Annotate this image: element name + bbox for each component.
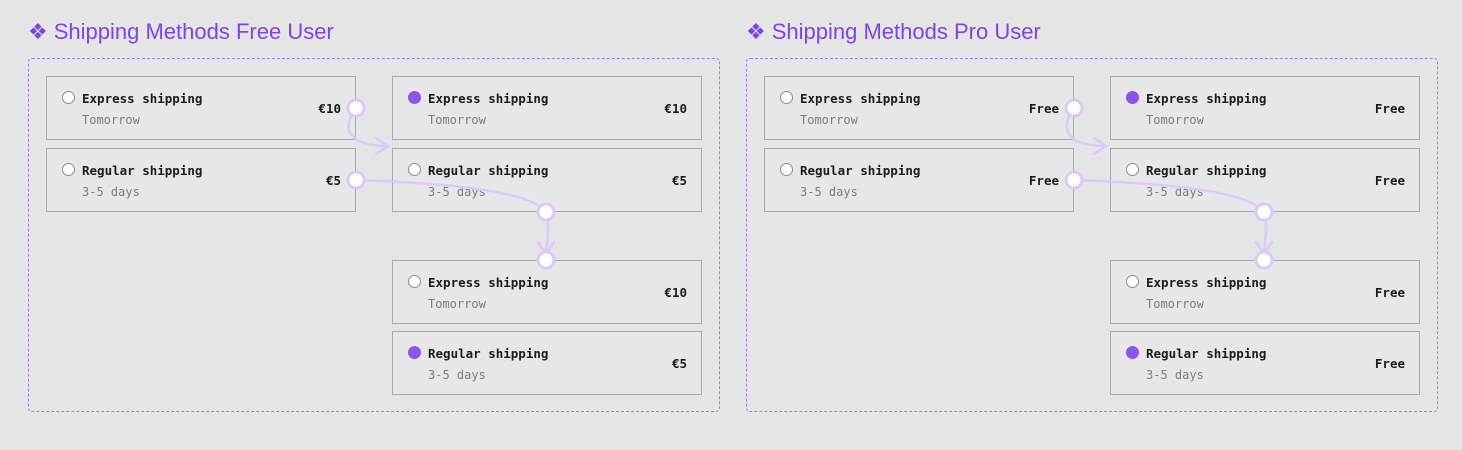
- option-eta: Tomorrow: [428, 297, 486, 311]
- option-name: Express shipping: [82, 91, 203, 106]
- option-name: Express shipping: [800, 91, 921, 106]
- option-name: Express shipping: [428, 275, 549, 290]
- panel-title-pro: ❖ Shipping Methods Pro User: [746, 17, 1041, 47]
- option-name: Express shipping: [428, 91, 549, 106]
- radio-button[interactable]: [408, 163, 421, 176]
- option-name: Regular shipping: [1146, 163, 1267, 178]
- option-name: Express shipping: [1146, 91, 1267, 106]
- option-price: €5: [671, 356, 687, 371]
- shipping-option-card[interactable]: Express shipping Tomorrow €10: [392, 260, 702, 324]
- shipping-option-card[interactable]: Express shipping Tomorrow €10: [392, 76, 702, 140]
- panel-title-text: Shipping Methods Free User: [53, 19, 334, 44]
- panel-title-text: Shipping Methods Pro User: [771, 19, 1041, 44]
- option-eta: Tomorrow: [82, 113, 140, 127]
- shipping-option-card[interactable]: Regular shipping 3-5 days Free: [764, 148, 1074, 212]
- option-price: Free: [1374, 173, 1405, 188]
- option-price: Free: [1374, 101, 1405, 116]
- radio-button[interactable]: [1126, 275, 1139, 288]
- shipping-option-card[interactable]: Regular shipping 3-5 days Free: [1110, 148, 1420, 212]
- option-name: Regular shipping: [428, 346, 549, 361]
- option-eta: 3-5 days: [1146, 368, 1204, 382]
- shipping-option-card[interactable]: Regular shipping 3-5 days €5: [46, 148, 356, 212]
- option-price: €10: [318, 101, 341, 116]
- option-eta: 3-5 days: [428, 185, 486, 199]
- option-price: Free: [1028, 101, 1059, 116]
- option-price: €10: [664, 285, 687, 300]
- option-price: Free: [1374, 356, 1405, 371]
- shipping-option-card[interactable]: Express shipping Tomorrow Free: [764, 76, 1074, 140]
- option-price: Free: [1028, 173, 1059, 188]
- option-name: Regular shipping: [82, 163, 203, 178]
- option-price: Free: [1374, 285, 1405, 300]
- option-eta: 3-5 days: [428, 368, 486, 382]
- radio-button[interactable]: [1126, 346, 1139, 359]
- shipping-option-card[interactable]: Express shipping Tomorrow €10: [46, 76, 356, 140]
- option-eta: 3-5 days: [1146, 185, 1204, 199]
- component-icon: ❖: [28, 19, 48, 44]
- radio-button[interactable]: [62, 163, 75, 176]
- shipping-option-card[interactable]: Regular shipping 3-5 days €5: [392, 331, 702, 395]
- panel-title-free: ❖ Shipping Methods Free User: [28, 17, 334, 47]
- option-eta: Tomorrow: [428, 113, 486, 127]
- option-eta: 3-5 days: [800, 185, 858, 199]
- shipping-option-card[interactable]: Regular shipping 3-5 days Free: [1110, 331, 1420, 395]
- shipping-option-card[interactable]: Express shipping Tomorrow Free: [1110, 260, 1420, 324]
- radio-button[interactable]: [1126, 91, 1139, 104]
- component-icon: ❖: [746, 19, 766, 44]
- radio-button[interactable]: [408, 346, 421, 359]
- option-name: Regular shipping: [428, 163, 549, 178]
- radio-button[interactable]: [780, 163, 793, 176]
- option-name: Regular shipping: [800, 163, 921, 178]
- option-price: €5: [325, 173, 341, 188]
- option-eta: 3-5 days: [82, 185, 140, 199]
- option-price: €10: [664, 101, 687, 116]
- radio-button[interactable]: [408, 91, 421, 104]
- option-name: Express shipping: [1146, 275, 1267, 290]
- option-price: €5: [671, 173, 687, 188]
- panel-frame-pro: [746, 58, 1438, 412]
- panel-frame-free: [28, 58, 720, 412]
- radio-button[interactable]: [62, 91, 75, 104]
- option-name: Regular shipping: [1146, 346, 1267, 361]
- option-eta: Tomorrow: [800, 113, 858, 127]
- option-eta: Tomorrow: [1146, 113, 1204, 127]
- radio-button[interactable]: [780, 91, 793, 104]
- option-eta: Tomorrow: [1146, 297, 1204, 311]
- radio-button[interactable]: [1126, 163, 1139, 176]
- shipping-option-card[interactable]: Express shipping Tomorrow Free: [1110, 76, 1420, 140]
- radio-button[interactable]: [408, 275, 421, 288]
- shipping-option-card[interactable]: Regular shipping 3-5 days €5: [392, 148, 702, 212]
